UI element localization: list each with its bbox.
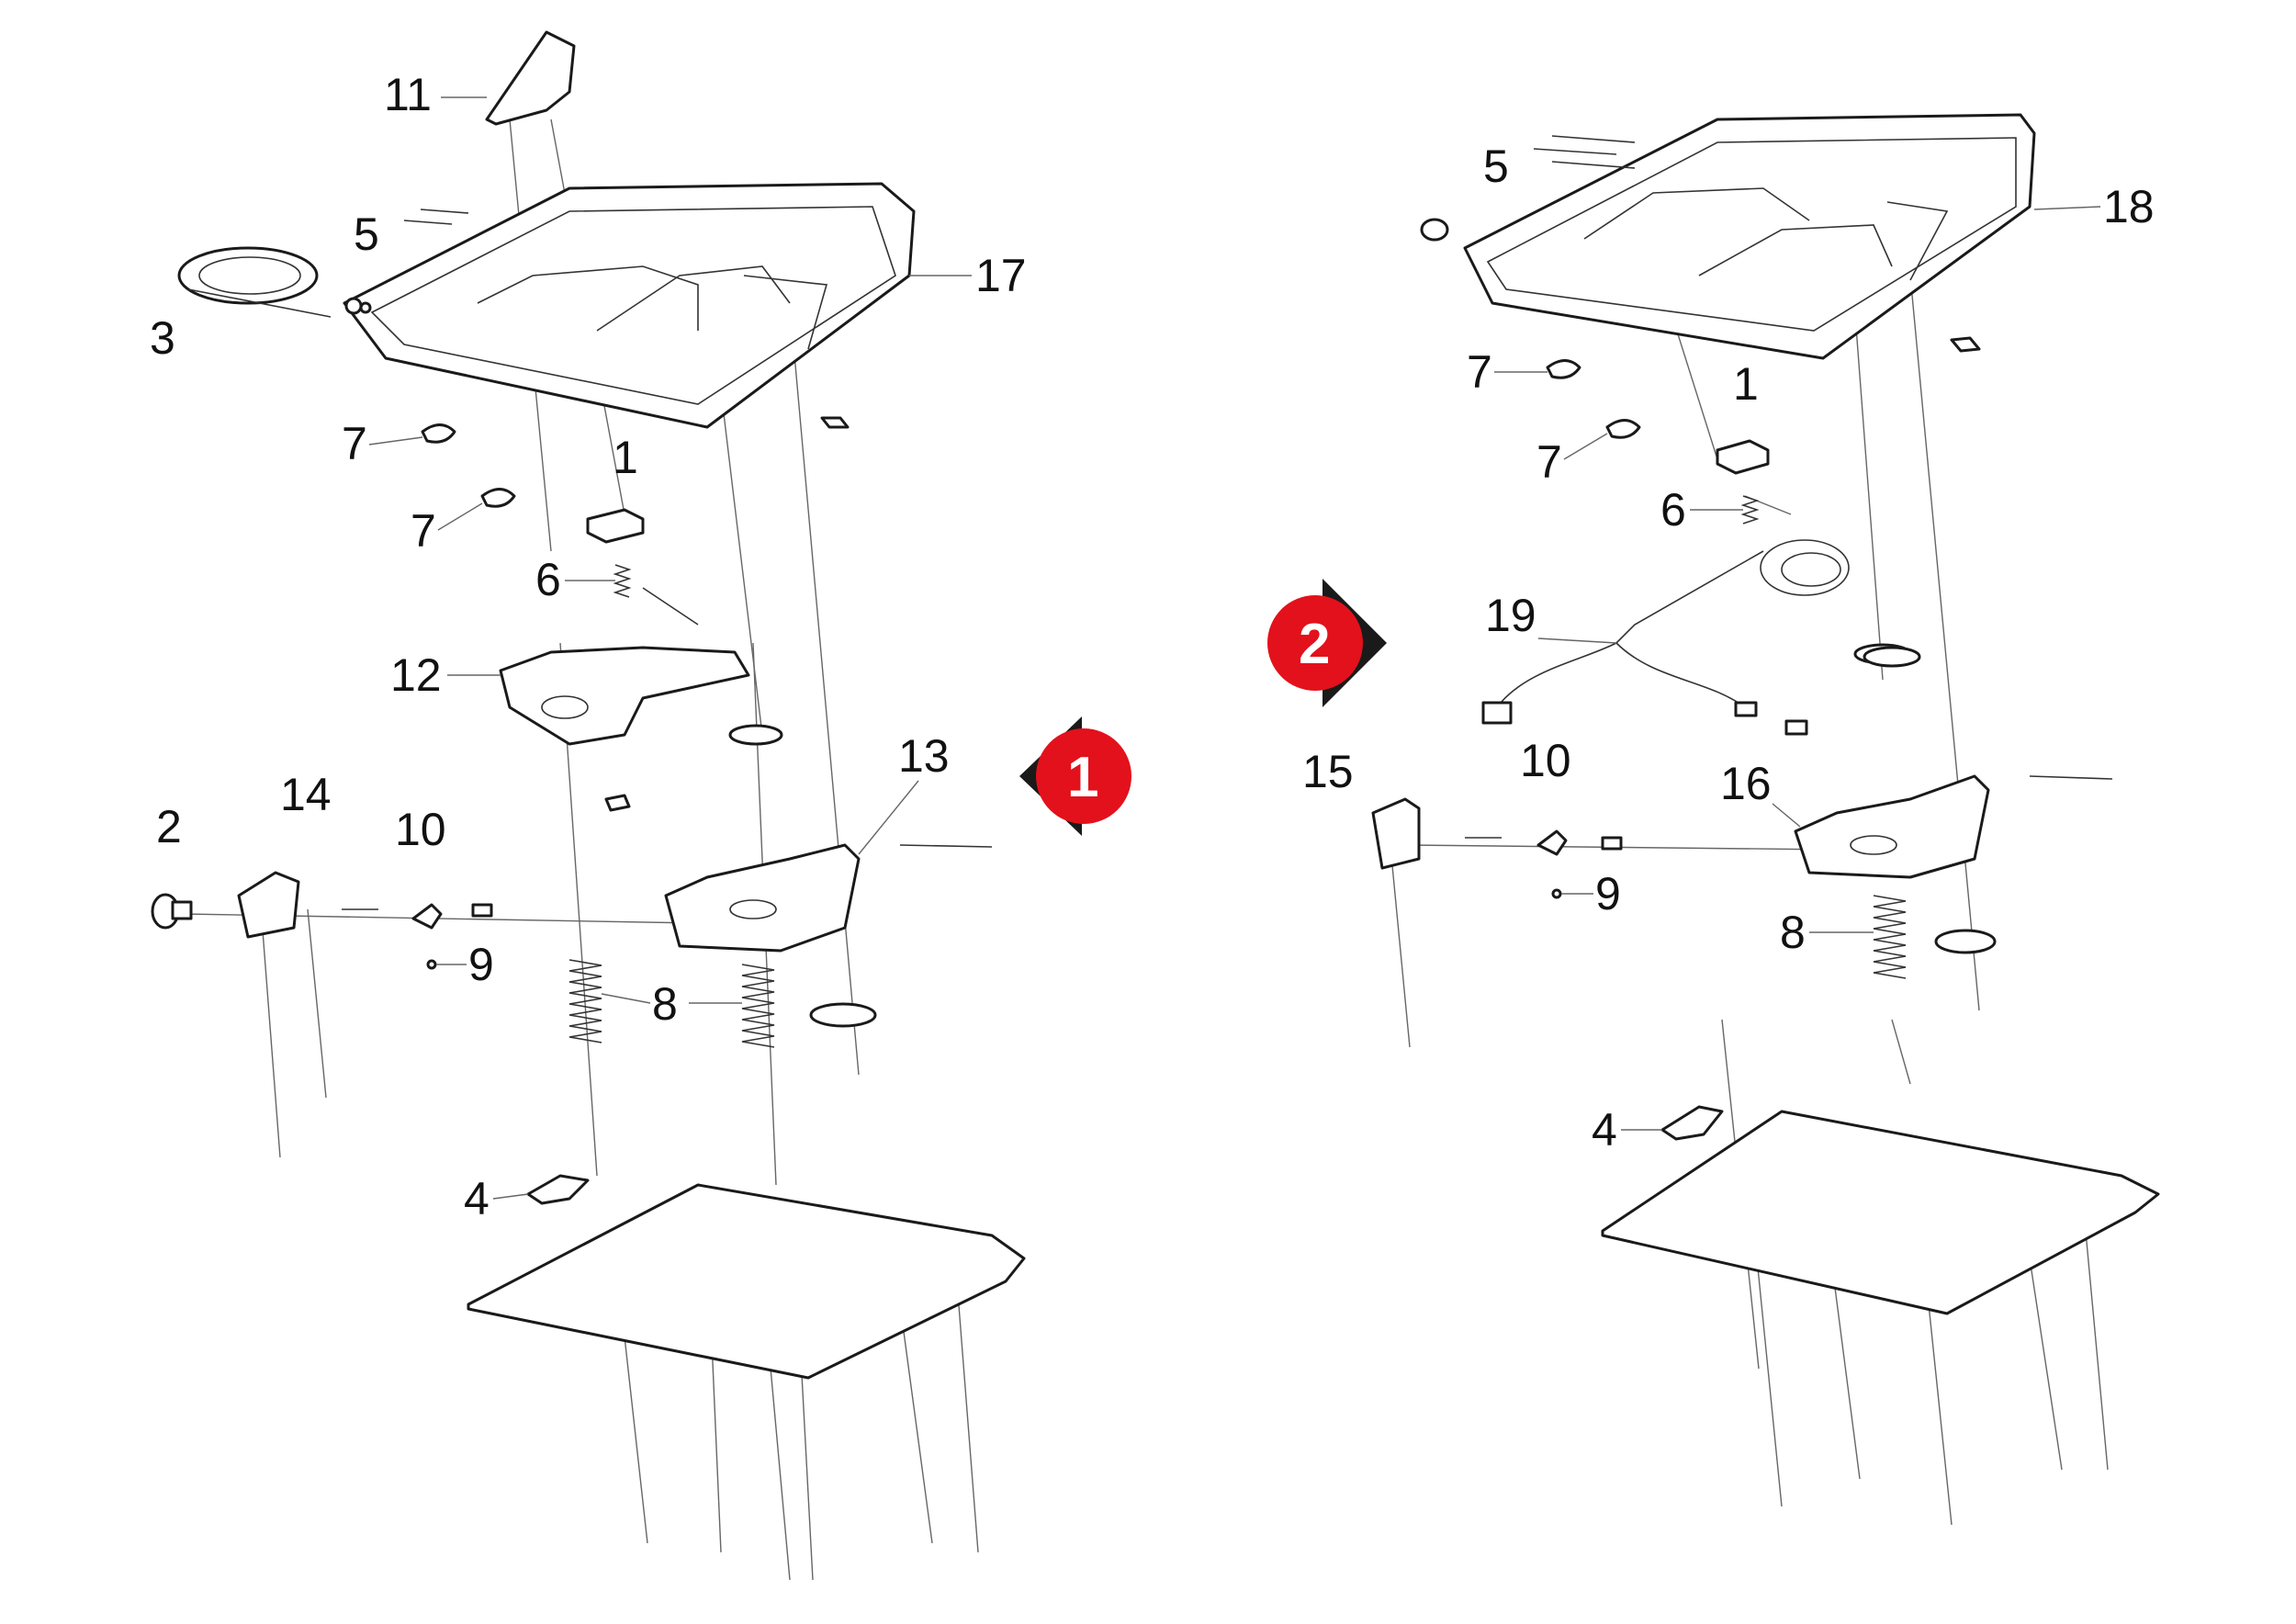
part-4-latch (526, 1174, 590, 1205)
badge-2-number: 2 (1299, 613, 1330, 676)
part-18-seat-frame (1420, 113, 2036, 360)
label-15: 15 (1302, 746, 1354, 797)
part-7-clip-d (1605, 419, 1641, 439)
part-14-plate (237, 871, 300, 939)
part-8-spring-b (741, 964, 775, 1048)
part-4-latch-b (1660, 1105, 1724, 1141)
label-2: 2 (156, 801, 182, 852)
label-17: 17 (975, 250, 1027, 301)
part-7-clip-c (1546, 359, 1581, 379)
part-11-bracket (485, 30, 576, 126)
label-3: 3 (150, 312, 175, 364)
washer-c (1934, 929, 1997, 954)
washer (809, 1002, 877, 1028)
assembly-1 (151, 30, 1026, 1581)
part-13-slide-housing (604, 794, 993, 953)
badge-1: 1 (1019, 716, 1131, 836)
part-10-latch-b (1536, 829, 1568, 856)
label-11: 11 (384, 69, 432, 120)
part-5-screws-b (1533, 135, 1636, 169)
label-8-b: 8 (1780, 907, 1806, 958)
bottom-plate (467, 1183, 1026, 1380)
part-1-switch (586, 508, 645, 544)
label-6-b: 6 (1660, 484, 1686, 536)
label-9: 9 (468, 939, 494, 990)
part-12-lever-assembly (499, 587, 783, 746)
label-7-b: 7 (411, 505, 436, 557)
label-9-b: 9 (1595, 868, 1621, 919)
assembly-2-labels: 5 18 7 7 1 6 19 15 10 16 9 8 4 (1302, 141, 2155, 1156)
washer-b (1863, 646, 1921, 668)
assembly-2 (1371, 113, 2160, 1526)
part-7-clip-b (480, 488, 516, 508)
label-18: 18 (2103, 181, 2155, 232)
label-4: 4 (464, 1173, 490, 1224)
label-8: 8 (652, 978, 678, 1030)
label-13: 13 (898, 730, 950, 782)
label-14: 14 (280, 769, 332, 820)
label-5-b: 5 (1483, 141, 1509, 192)
part-6-spring-b (1740, 495, 1760, 524)
label-4-b: 4 (1592, 1104, 1617, 1156)
part-19-wiring-harness (1481, 539, 1912, 736)
part-8-spring-c (1873, 895, 1907, 979)
badge-2: 2 (1267, 579, 1387, 707)
part-16-slide-housing (1794, 774, 2113, 879)
part-6-spring (613, 564, 632, 598)
part-3-cable (177, 246, 332, 318)
bottom-plate-b (1601, 1110, 2160, 1315)
label-16: 16 (1720, 758, 1772, 809)
assembly-1-labels: 11 5 3 17 7 7 1 6 12 13 2 14 10 9 8 4 (150, 69, 1027, 1224)
part-15-bracket (1371, 797, 1421, 870)
part-10-latch (411, 903, 443, 930)
part-17-seat-frame (343, 182, 916, 429)
label-5: 5 (354, 209, 379, 260)
label-7-c: 7 (1467, 346, 1492, 398)
label-1: 1 (613, 432, 638, 483)
part-5-screws (359, 209, 469, 314)
part-7-clip-a (421, 423, 456, 444)
part-8-spring-a (568, 959, 602, 1043)
label-6: 6 (535, 554, 561, 605)
label-10-b: 10 (1520, 735, 1571, 786)
part-1-switch-b (1716, 439, 1770, 475)
label-7-d: 7 (1536, 436, 1562, 488)
label-10: 10 (395, 804, 446, 855)
badge-1-number: 1 (1067, 746, 1098, 809)
label-19: 19 (1485, 590, 1536, 641)
part-9-ball-b (1551, 888, 1562, 899)
part-2-knob (151, 893, 193, 930)
label-7-a: 7 (342, 418, 367, 469)
label-12: 12 (390, 649, 442, 701)
label-1-b: 1 (1733, 358, 1759, 410)
part-9-ball (426, 959, 437, 970)
